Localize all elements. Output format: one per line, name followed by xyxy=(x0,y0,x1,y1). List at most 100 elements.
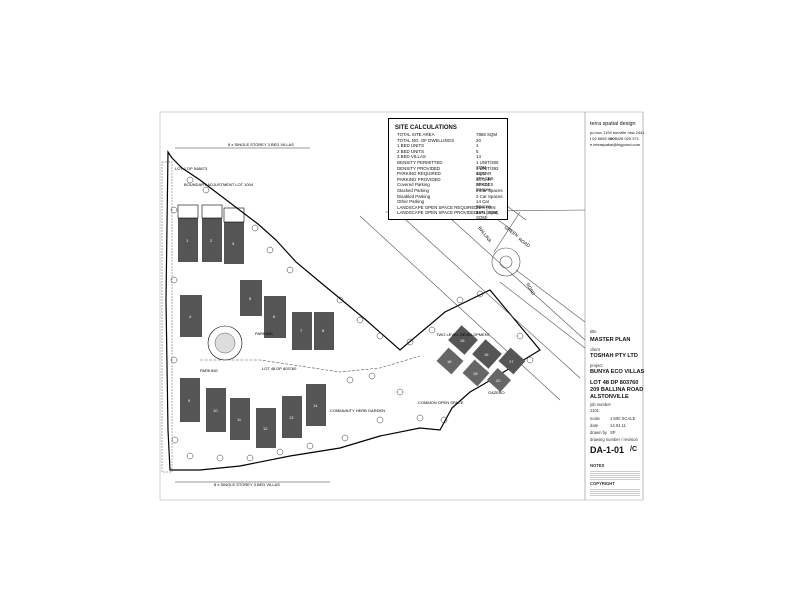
dimension-lines xyxy=(175,147,330,483)
label-side-road: GREEN xyxy=(503,225,519,238)
drawing-label: drawing number / revision xyxy=(590,437,638,442)
apartment-number-17: 17 xyxy=(509,359,514,364)
label-common-open: COMMON OPEN SPACE xyxy=(418,400,464,405)
apartment-15 xyxy=(448,325,478,355)
address-line: 209 BALLINA ROAD xyxy=(590,387,644,393)
scale-label: scale xyxy=(590,416,600,421)
firm-address: po box 1194 bonville nsw 2441 xyxy=(590,130,645,135)
label-lot: LOT 48 DP 803760 xyxy=(262,366,297,371)
site-calc-value: 7868 SQM xyxy=(476,132,497,137)
left-access-strip xyxy=(161,161,173,473)
site-calc-label: 1 BED UNITS xyxy=(397,143,425,149)
site-calc-label: PARKING PROVIDED xyxy=(397,176,441,182)
unit-5 xyxy=(240,280,262,316)
site-calc-label: TOTAL NO. OF DWELLINGS xyxy=(397,137,455,143)
firm-info: terra spatial design po box 1194 bonvill… xyxy=(590,118,645,168)
units-bottom-row xyxy=(180,378,326,448)
site-calc-value: 8 Car Spaces xyxy=(476,188,503,193)
client-label: client xyxy=(590,347,600,352)
apartment-number-20: 20 xyxy=(496,378,501,383)
unit-number-10: 10 xyxy=(213,408,218,413)
unit-number-11: 11 xyxy=(237,417,242,422)
site-calc-label: LANDSCAPE OPEN SPACE PROVIDED xyxy=(397,210,478,216)
unit-3 xyxy=(224,222,244,264)
unit-4 xyxy=(180,295,202,337)
site-calc-label: DENSITY PERMITTED xyxy=(397,160,443,165)
unit-14 xyxy=(306,384,326,426)
site-calc-value: 14 xyxy=(476,154,481,160)
unit-2 xyxy=(202,218,222,262)
unit-numbers-bottom: 9 10 11 12 13 14 xyxy=(188,398,318,431)
label-parking-2: PARKING xyxy=(200,368,218,373)
site-calc-value: 20 Car Spaces xyxy=(476,182,491,193)
site-calc-value: 14 Car Spaces xyxy=(476,199,491,210)
apartment-number-15: 15 xyxy=(460,338,465,343)
unit-number-13: 13 xyxy=(289,415,294,420)
apartment-16 xyxy=(472,339,502,369)
site-calc-row: 1 BED UNITS 1 xyxy=(397,143,505,149)
firm-name: terra spatial design xyxy=(590,121,636,127)
label-road-name: BALLINA xyxy=(477,226,492,244)
unit-number-5: 5 xyxy=(249,296,252,301)
central-garden-inner xyxy=(214,332,236,354)
drawn-value: SP xyxy=(610,430,616,435)
site-calc-label: Covered Parking xyxy=(397,182,430,188)
label-lot-left: LOT 1 DP 548873 xyxy=(175,166,208,171)
unit-number-12: 12 xyxy=(263,426,268,431)
title-label: title xyxy=(590,329,597,334)
site-calc-label: LANDSCAPE OPEN SPACE REQUIRED xyxy=(397,204,478,210)
units-top-row xyxy=(177,204,245,264)
notes-label: NOTES xyxy=(590,463,605,468)
unit-1-courtyard xyxy=(177,204,199,219)
firm-email: e terraspatial@bigpond.com xyxy=(590,142,641,147)
label-parking-1: PARKING xyxy=(255,331,273,336)
unit-number-2: 2 xyxy=(210,238,213,243)
site-calc-row: Stacked Parking 8 Car Spaces xyxy=(397,188,505,194)
unit-1 xyxy=(178,218,198,262)
unit-3-courtyard xyxy=(223,207,245,223)
road-labels: BALLINA ROAD GREEN ROAD xyxy=(477,225,536,297)
trees xyxy=(170,176,534,462)
firm-mobile: m 0428 020 371 xyxy=(610,136,639,141)
label-gazebo: GAZEBO xyxy=(488,390,505,395)
unit-number-1: 1 xyxy=(186,238,189,243)
plan-labels: 8 x SINGLE STOREY 3 BED VILLAS 8 x SINGL… xyxy=(175,142,505,487)
site-calc-row: Other Parking 14 Car Spaces xyxy=(397,199,505,209)
site-calc-label: Other Parking xyxy=(397,199,425,205)
site-calc-label: DENSITY PROVIDED xyxy=(397,165,441,171)
copyright-lines xyxy=(590,488,640,496)
site-calculations-title: SITE CALCULATIONS xyxy=(395,125,457,131)
site-calc-label: Disabled Parking xyxy=(397,193,431,199)
site-calc-value: 25% (MIN 1971 SQM) xyxy=(476,204,499,215)
apartment-19 xyxy=(462,359,490,387)
unit-number-9: 9 xyxy=(188,398,191,403)
site-calc-row: Covered Parking 20 Car Spaces xyxy=(397,182,505,192)
client-value: TOSHAH PTY LTD xyxy=(590,353,638,359)
notes-lines xyxy=(590,470,640,480)
label-road-name-2: ROAD xyxy=(525,282,536,296)
apartment-20 xyxy=(486,368,512,392)
apartment-18 xyxy=(436,347,464,375)
site-calc-value: 44 CAR SPACES xyxy=(476,171,494,182)
site-calc-label: PARKING REQUIRED xyxy=(397,171,441,177)
lot-line: LOT 48 DP 803760 xyxy=(590,380,639,386)
project-label: project xyxy=(590,363,603,368)
firm-phone: t 02 6655 0007 xyxy=(590,136,617,141)
site-calc-value: 1 xyxy=(476,143,479,149)
job-label: job number xyxy=(590,402,611,407)
site-boundary xyxy=(165,150,541,471)
title-block: title MASTER PLAN client TOSHAH PTY LTD … xyxy=(590,329,644,500)
site-calc-value: 1 UNIT/300 SQM xyxy=(476,160,499,170)
unit-number-14: 14 xyxy=(313,403,318,408)
site-calc-label: Stacked Parking xyxy=(397,188,429,193)
apartment-17 xyxy=(498,347,526,375)
unit-9 xyxy=(180,378,200,422)
label-side-road-suffix: ROAD xyxy=(517,237,531,249)
units-middle-row xyxy=(180,280,334,350)
unit-2-courtyard xyxy=(201,204,223,219)
